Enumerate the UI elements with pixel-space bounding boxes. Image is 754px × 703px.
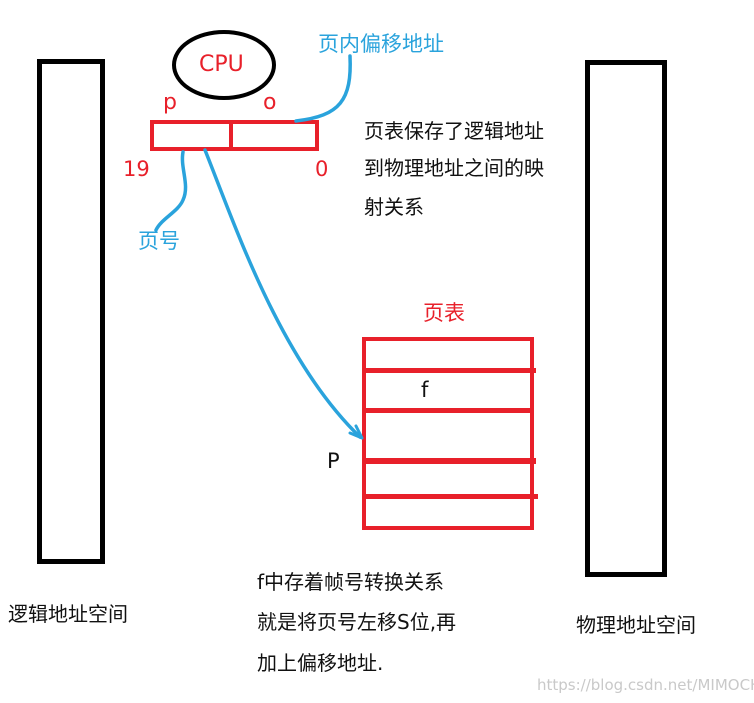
page-table-note-line2: 到物理地址之间的映	[364, 156, 544, 180]
offset-annotation-connector	[294, 54, 352, 123]
address-register-divider	[229, 120, 233, 151]
logical-address-space-label: 逻辑地址空间	[8, 602, 128, 626]
frame-label: f	[421, 378, 429, 402]
frame-note-line2: 就是将页号左移S位,再	[257, 610, 457, 634]
cpu-label: CPU	[199, 52, 244, 77]
address-register	[150, 120, 319, 151]
page-number-connector	[154, 150, 188, 232]
physical-address-space-box	[585, 60, 667, 577]
page-table-row-divider	[362, 458, 536, 464]
page-table-title: 页表	[423, 301, 465, 325]
frame-note-line3: 加上偏移地址.	[257, 651, 384, 675]
low-bit-label: 0	[315, 157, 329, 181]
page-lookup-arrow	[203, 148, 362, 439]
page-table-row-divider	[362, 494, 538, 499]
page-table-note-line3: 射关系	[364, 195, 424, 219]
physical-address-space-label: 物理地址空间	[576, 613, 696, 637]
page-row-label: P	[327, 449, 340, 473]
watermark: https://blog.csdn.net/MIMOCH	[537, 676, 754, 694]
page-table-note-line1: 页表保存了逻辑地址	[364, 119, 544, 143]
page-number-annotation: 页号	[138, 229, 180, 253]
frame-note-line1: f中存着帧号转换关系	[257, 570, 445, 594]
page-table-row-divider	[362, 408, 532, 413]
page-offset-annotation: 页内偏移地址	[318, 32, 444, 56]
page-field-label: p	[163, 90, 177, 115]
page-lookup-arrowhead	[348, 424, 364, 440]
offset-field-label: o	[263, 90, 277, 115]
page-table	[362, 337, 534, 530]
page-table-row-divider	[362, 368, 536, 373]
logical-address-space-box	[37, 59, 105, 564]
high-bit-label: 19	[123, 157, 150, 181]
cpu-ellipse	[172, 30, 276, 100]
